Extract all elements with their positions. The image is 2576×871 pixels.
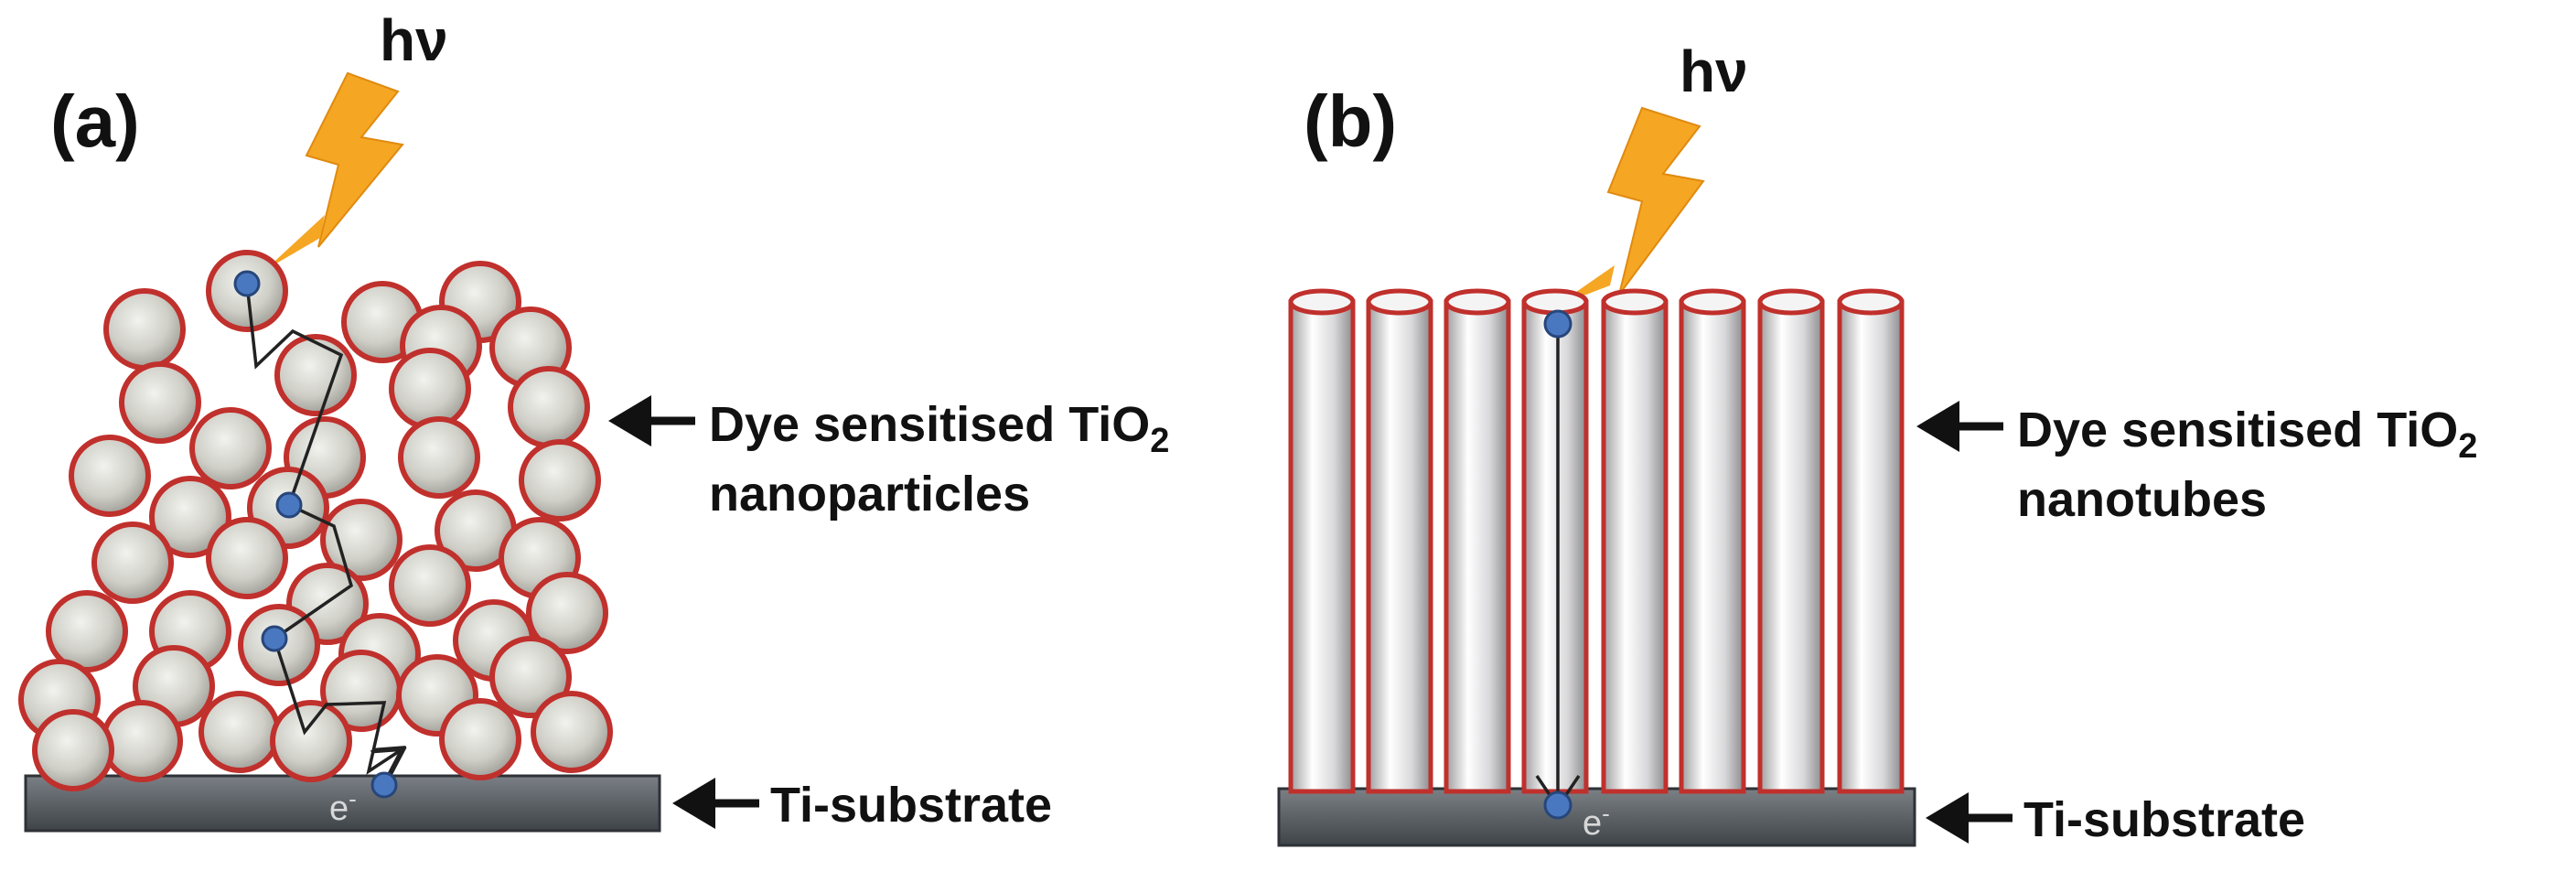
panel-b-electron-label: e- [1583,800,1610,843]
nanoparticle [526,572,608,654]
panel-a-electron-dot-3 [261,625,288,652]
nanoparticle [508,366,590,448]
nanoparticle [389,348,471,430]
panel-b-lightning-icon [1606,106,1705,296]
nanoparticle [199,691,281,773]
nanotube [1366,288,1433,794]
panel-b-electron-dot-top [1543,309,1572,339]
nanoparticle [531,691,613,773]
panel-a-substrate [24,774,661,833]
nanoparticle [398,416,480,499]
panel-a-substrate-arrow [672,778,759,829]
panel-a-electron-path [245,283,401,771]
panel-a-letter: (a) [50,81,140,162]
panel-b-layer-arrow [1916,401,2003,452]
panel-b-letter: (b) [1304,81,1397,162]
nanoparticle [101,700,183,782]
nanoparticle [489,636,572,718]
nanoparticle [519,439,601,522]
panel-a-electron-dot-4 [370,771,398,799]
panel-b-substrate-label: Ti-substrate [2023,792,2305,847]
nanoparticle [119,361,201,444]
panel-a-photon-label: hν [380,7,448,73]
nanotube [1679,288,1746,794]
nanoparticle [46,590,128,672]
nanotube [1601,288,1669,794]
panel-a-substrate-label: Ti-substrate [770,778,1052,833]
panel-a-electron-dot-2 [275,491,303,519]
panel-b-photon-label: hν [1680,38,1748,104]
panel-a: (a) hν e- Dye sensitised TiO2 nanopartic… [18,7,1169,833]
panel-a-electron-dot-1 [233,270,261,297]
panel-b-nanotubes [1288,288,1905,794]
nanotube [1837,288,1905,794]
panel-b-electron-dot-bottom [1543,790,1572,820]
panel-a-layer-label: Dye sensitised TiO2 [709,397,1169,460]
nanoparticle [103,288,186,371]
nanoparticle [274,334,357,416]
panel-a-layer-arrow [608,395,695,446]
nanoparticle [32,709,114,791]
panel-a-lightning-icon [305,71,404,248]
nanoparticle [206,517,288,599]
panel-b-substrate [1277,787,1916,847]
nanotube [1444,288,1511,794]
panel-a-lightning-tip-icon [265,215,325,270]
panel-b-substrate-arrow [1926,792,2012,844]
panel-b-layer-label-line2: nanotubes [2017,472,2267,527]
nanotube [1521,288,1589,794]
nanoparticle [389,544,471,627]
panel-a-layer-label-line2: nanoparticles [709,467,1030,522]
panel-b-layer-label: Dye sensitised TiO2 [2017,403,2477,466]
nanoparticle [91,522,174,604]
nanoparticle [439,698,521,780]
nanotube [1288,288,1356,794]
nanoparticle [149,476,231,558]
nanotube [1757,288,1825,794]
nanoparticle [69,435,151,517]
panel-a-nanoparticles [18,250,613,791]
nanoparticle [189,407,272,489]
panel-b: (b) hν e- Dye sensitised TiO2 nanotubes … [1277,38,2477,847]
nanoparticle [270,700,352,782]
panel-a-electron-label: e- [329,785,357,828]
